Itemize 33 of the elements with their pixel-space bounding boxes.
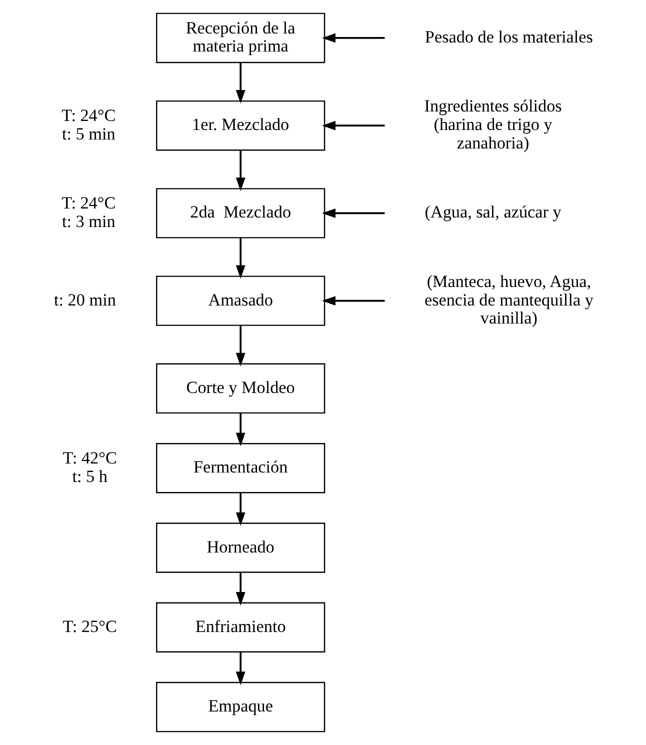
node-box: Recepción de la materia prima [156, 12, 326, 64]
arrow [236, 326, 246, 366]
node-label: T: 24°C [62, 106, 116, 125]
arrow [236, 413, 246, 446]
node-label: t: 20 min [54, 290, 116, 310]
node-label: t: 5 min [62, 124, 116, 144]
node-box: Corte y Moldeo [156, 363, 326, 414]
node-box: Horneado [156, 522, 326, 573]
label: Pesado de los materiales [424, 27, 593, 46]
node-box: Fermentación [156, 442, 326, 494]
arrow [322, 120, 385, 130]
arrow [236, 492, 246, 526]
label: Ingredientes sólidos (harina de trigo y zanahoria) [424, 96, 562, 152]
node-box: Empaque [156, 682, 326, 732]
label: (Agua, sal, azúcar y [424, 202, 562, 222]
arrow [236, 652, 246, 686]
node-box: 1er. Mezclado [156, 100, 326, 151]
node-label: t: 5 h [72, 466, 108, 486]
arrow [236, 62, 246, 104]
label: (Manteca, huevo, Agua, esencia de mantequilla y vainilla) [424, 272, 594, 328]
node-label: T: 42°C [62, 448, 117, 468]
node-box: 2da Mezclado [156, 188, 326, 238]
arrow [322, 296, 385, 306]
arrow [236, 572, 246, 606]
node-label: t: 3 min [62, 212, 116, 231]
arrow [236, 150, 246, 192]
arrow [322, 208, 385, 218]
node-label: T: 24°C [62, 194, 116, 213]
node-label: T: 25°C [62, 616, 117, 636]
arrow [322, 33, 385, 43]
node-box: Enfriamiento [156, 602, 326, 653]
node-box: Amasado [156, 276, 326, 326]
arrow [236, 238, 246, 279]
